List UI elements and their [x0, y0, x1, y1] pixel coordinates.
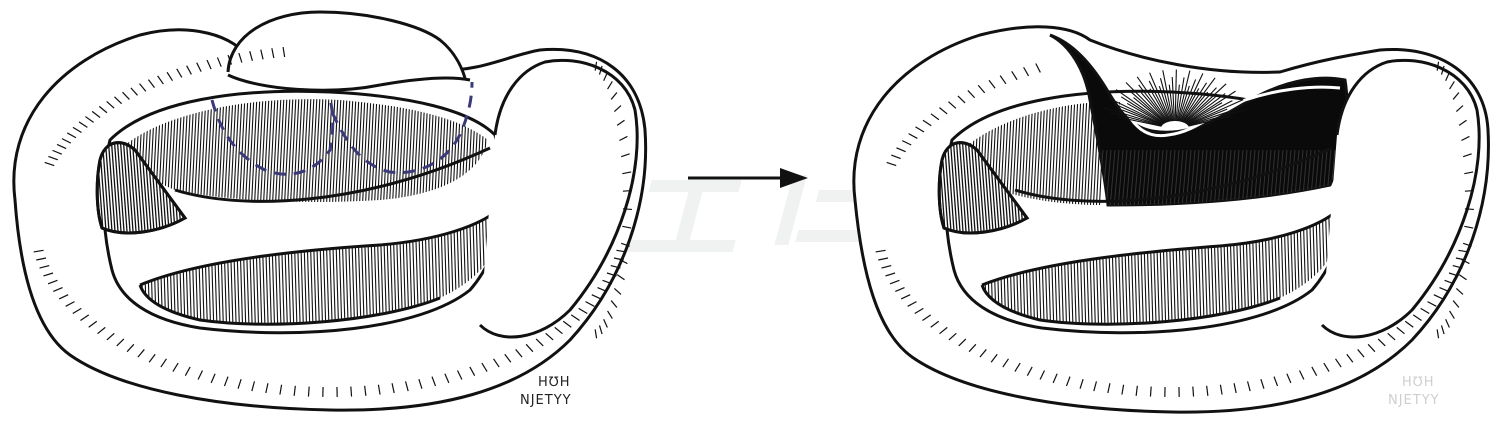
right-lower-band	[980, 208, 1339, 326]
right-signature-bottom: NJETYY	[1388, 393, 1440, 408]
right-right-lobe	[1320, 58, 1481, 339]
left-lobe-top	[226, 10, 467, 79]
left-cone-border	[95, 141, 188, 235]
right-fringe-hatching	[1102, 69, 1249, 127]
transition-arrow-icon	[688, 168, 808, 188]
left-lower-band	[138, 208, 499, 326]
watermark-glyph-3-icon	[622, 180, 742, 252]
right-panel-after: H℧H NJETYY	[852, 25, 1490, 414]
right-signature-top: H℧H	[1402, 375, 1435, 390]
left-signature-bottom: NJETYY	[520, 393, 572, 408]
right-dark-hatching	[1089, 149, 1340, 205]
left-rim-ticks	[33, 46, 632, 397]
left-panel-before: H℧H NJETYY	[12, 10, 648, 412]
left-right-lobe	[478, 58, 639, 339]
left-ridge	[174, 146, 491, 203]
left-signature-top: H℧H	[538, 375, 571, 390]
left-lobe-base	[227, 73, 471, 92]
right-cone-border	[937, 141, 1030, 235]
left-incision-line	[210, 81, 474, 176]
right-rim-ticks	[875, 61, 1474, 397]
right-ridge	[1014, 146, 1333, 203]
